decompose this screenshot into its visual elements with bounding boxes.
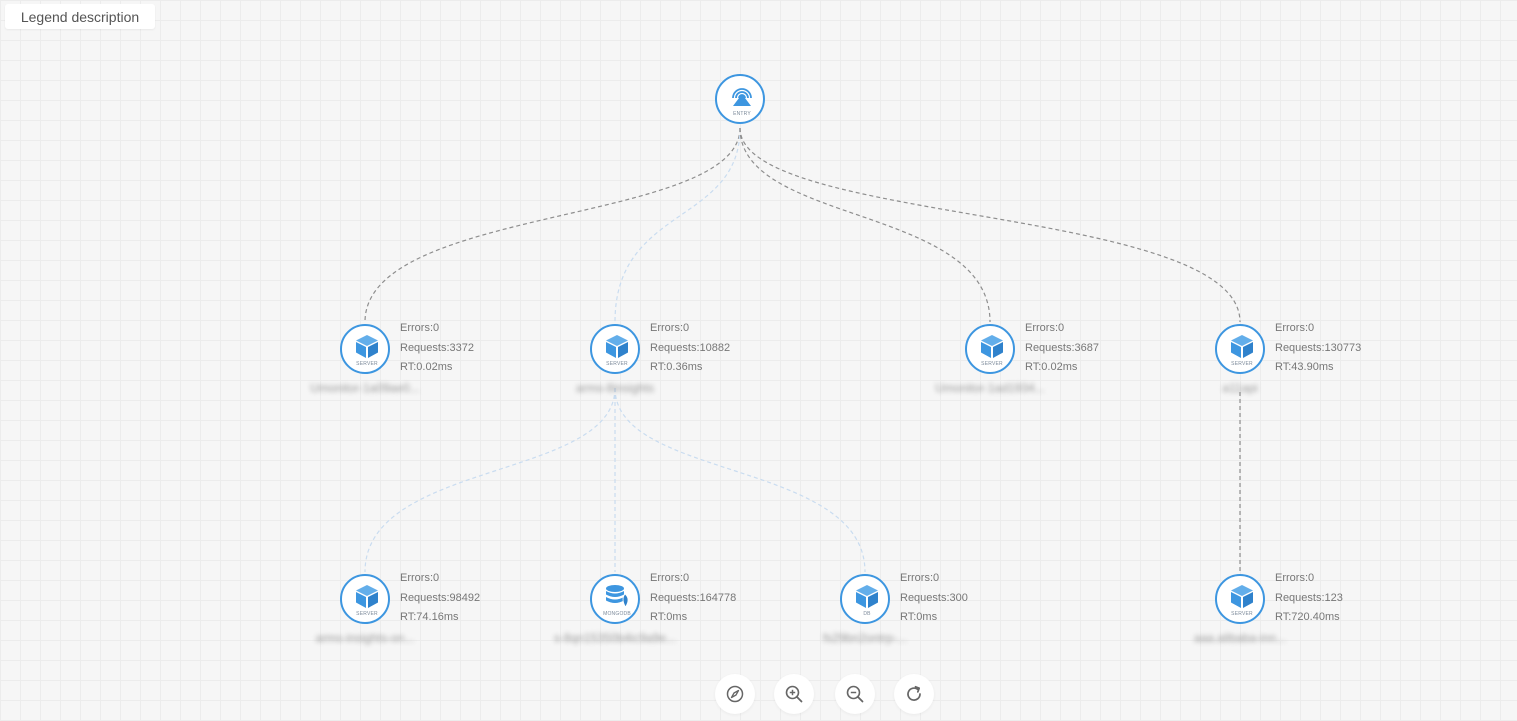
requests-metric: Requests:300 (900, 591, 968, 604)
zoom-out-button[interactable] (835, 674, 875, 714)
node-type-label: SERVER (1231, 611, 1253, 617)
node-type-label: ENTRY (733, 111, 751, 117)
requests-metric: Requests:3372 (400, 341, 474, 354)
node-metrics: Errors:0 Requests:3372 RT:0.02ms (400, 319, 474, 378)
node-circle[interactable]: DB (840, 574, 890, 624)
edge-n2-n7 (614, 387, 866, 573)
node-metrics: Errors:0 Requests:123 RT:720.40ms (1275, 569, 1343, 628)
node-circle[interactable]: SERVER (1215, 324, 1265, 374)
legend-description-button[interactable]: Legend description (5, 4, 155, 29)
node-type-label: SERVER (356, 611, 378, 617)
node-name[interactable]: s-8qn15350b4ic9a9e... (553, 631, 677, 645)
requests-metric: Requests:3687 (1025, 341, 1099, 354)
cube-icon (981, 335, 1003, 358)
refresh-button[interactable] (894, 674, 934, 714)
node-name[interactable]: Umonitor-1a09ae0... (310, 381, 420, 395)
cube-icon (856, 585, 878, 608)
rt-metric: RT:720.40ms (1275, 611, 1340, 623)
requests-metric: Requests:164778 (650, 591, 737, 604)
errors-metric: Errors:0 (400, 322, 440, 334)
rt-metric: RT:0.02ms (1025, 361, 1078, 373)
cube-icon (606, 335, 628, 358)
errors-metric: Errors:0 (400, 572, 440, 584)
node-service-6[interactable]: MONGODB (590, 574, 640, 624)
errors-metric: Errors:0 (650, 572, 690, 584)
zoom-out-icon (846, 685, 864, 703)
node-name[interactable]: Umonitor-1ad1934... (935, 381, 1045, 395)
compass-icon (726, 685, 744, 703)
rt-metric: RT:0.36ms (650, 361, 703, 373)
requests-metric: Requests:123 (1275, 591, 1343, 604)
zoom-in-button[interactable] (774, 674, 814, 714)
node-type-label: MONGODB (603, 611, 631, 617)
entry-icon (732, 88, 752, 106)
node-metrics: Errors:0 Requests:130773 RT:43.90ms (1275, 319, 1361, 378)
edge-entry-n3 (739, 127, 991, 323)
node-circle[interactable]: SERVER (340, 324, 390, 374)
fit-view-button[interactable] (715, 674, 755, 714)
cube-icon (356, 335, 378, 358)
edge-entry-n1 (364, 127, 741, 323)
node-circle[interactable]: SERVER (965, 324, 1015, 374)
node-name[interactable]: arms-8insights (575, 381, 655, 395)
errors-metric: Errors:0 (900, 572, 940, 584)
node-service-3[interactable]: SERVER (965, 324, 1015, 374)
node-service-7[interactable]: DB (840, 574, 890, 624)
node-name[interactable]: arms-insights-on... (315, 631, 415, 645)
node-service-2[interactable]: SERVER (590, 324, 640, 374)
cube-icon (356, 585, 378, 608)
node-service-4[interactable]: SERVER (1215, 324, 1265, 374)
node-name[interactable]: a11api (1222, 381, 1258, 395)
errors-metric: Errors:0 (1275, 322, 1315, 334)
requests-metric: Requests:10882 (650, 341, 731, 354)
node-metrics: Errors:0 Requests:164778 RT:0ms (650, 569, 736, 628)
node-type-label: SERVER (356, 361, 378, 367)
node-service-5[interactable]: SERVER (340, 574, 390, 624)
node-type-label: SERVER (981, 361, 1003, 367)
node-type-label: SERVER (1231, 361, 1253, 367)
node-type-label: SERVER (606, 361, 628, 367)
node-circle[interactable]: MONGODB (590, 574, 640, 624)
node-service-1[interactable]: SERVER (340, 324, 390, 374)
edge-entry-n2 (614, 127, 741, 323)
refresh-icon (907, 685, 921, 701)
node-entry-circle[interactable]: ENTRY (715, 74, 765, 124)
rt-metric: RT:0ms (650, 611, 688, 623)
node-metrics: Errors:0 Requests:300 RT:0ms (900, 569, 968, 628)
rt-metric: RT:0ms (900, 611, 938, 623)
node-circle[interactable]: SERVER (1215, 574, 1265, 624)
cube-icon (1231, 585, 1253, 608)
node-name[interactable]: fs29bn2ontrp-... (822, 631, 908, 645)
node-name[interactable]: aaa.alibaba-inn... (1193, 631, 1287, 645)
requests-metric: Requests:98492 (400, 591, 481, 604)
node-metrics: Errors:0 Requests:10882 RT:0.36ms (650, 319, 730, 378)
node-service-8[interactable]: SERVER (1215, 574, 1265, 624)
edge-entry-n4 (739, 127, 1241, 323)
edge-n2-n5 (364, 387, 616, 573)
node-circle[interactable]: SERVER (590, 324, 640, 374)
node-metrics: Errors:0 Requests:3687 RT:0.02ms (1025, 319, 1099, 378)
node-type-label: DB (863, 611, 871, 617)
mongodb-icon (606, 585, 629, 608)
zoom-in-icon (785, 685, 803, 703)
errors-metric: Errors:0 (1275, 572, 1315, 584)
cube-icon (1231, 335, 1253, 358)
requests-metric: Requests:130773 (1275, 341, 1362, 354)
errors-metric: Errors:0 (650, 322, 690, 334)
node-entry[interactable]: ENTRY (715, 74, 765, 124)
errors-metric: Errors:0 (1025, 322, 1065, 334)
rt-metric: RT:74.16ms (400, 611, 459, 623)
node-circle[interactable]: SERVER (340, 574, 390, 624)
rt-metric: RT:0.02ms (400, 361, 453, 373)
node-metrics: Errors:0 Requests:98492 RT:74.16ms (400, 569, 480, 628)
rt-metric: RT:43.90ms (1275, 361, 1334, 373)
